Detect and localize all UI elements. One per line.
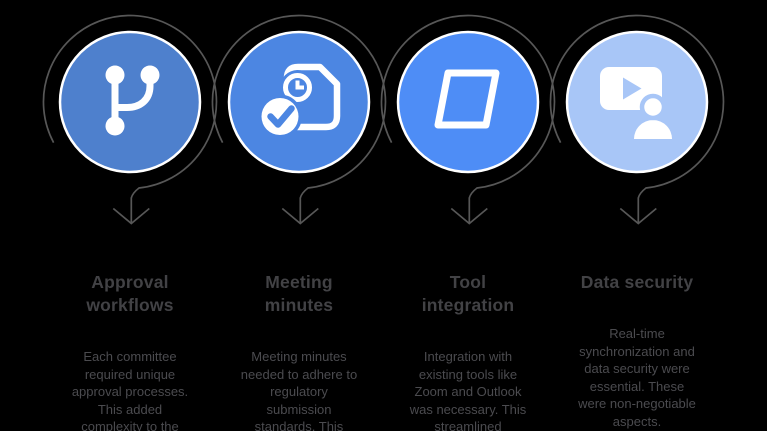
parallelogram-icon <box>434 69 500 129</box>
step-text: Tool integration Integration with existi… <box>384 253 552 431</box>
video-call-person-icon <box>600 67 672 139</box>
step-description: Real-time synchronization and data secur… <box>578 326 696 429</box>
step-item-approval-workflows <box>42 14 218 228</box>
arrowhead-icon <box>281 207 319 225</box>
step-graphic <box>211 14 387 225</box>
step-title: Data security <box>580 272 694 292</box>
step-title: Tool integration <box>421 272 515 315</box>
step-item-meeting-minutes <box>211 14 387 228</box>
play-icon <box>623 77 642 100</box>
step-title: Meeting minutes <box>264 272 334 315</box>
step-title: Approval workflows <box>86 272 174 315</box>
meeting-minutes-icon <box>258 63 341 139</box>
arrowhead-icon <box>450 207 488 225</box>
arrowhead-icon <box>619 207 657 225</box>
git-branch-icon <box>105 65 160 136</box>
step-circle <box>58 30 202 174</box>
step-item-tool-integration <box>380 14 556 228</box>
ring-arrow <box>42 14 218 223</box>
step-text: Approval workflows Each committee requir… <box>46 253 214 431</box>
step-graphic <box>549 14 725 225</box>
step-graphic <box>380 14 556 225</box>
step-item-data-security <box>549 14 725 228</box>
step-description: Each committee required unique approval … <box>71 349 189 431</box>
ring-arrow <box>211 14 387 223</box>
step-graphic <box>42 14 218 225</box>
ring-arrow <box>380 14 556 223</box>
step-description: Meeting minutes needed to adhere to regu… <box>240 349 358 431</box>
step-text: Data security Real-time synchronization … <box>553 253 721 431</box>
step-circle <box>396 30 540 174</box>
step-description: Integration with existing tools like Zoo… <box>409 349 527 431</box>
arrowhead-icon <box>112 207 150 225</box>
step-text: Meeting minutes Meeting minutes needed t… <box>215 253 383 431</box>
ring-arrow <box>549 14 725 223</box>
